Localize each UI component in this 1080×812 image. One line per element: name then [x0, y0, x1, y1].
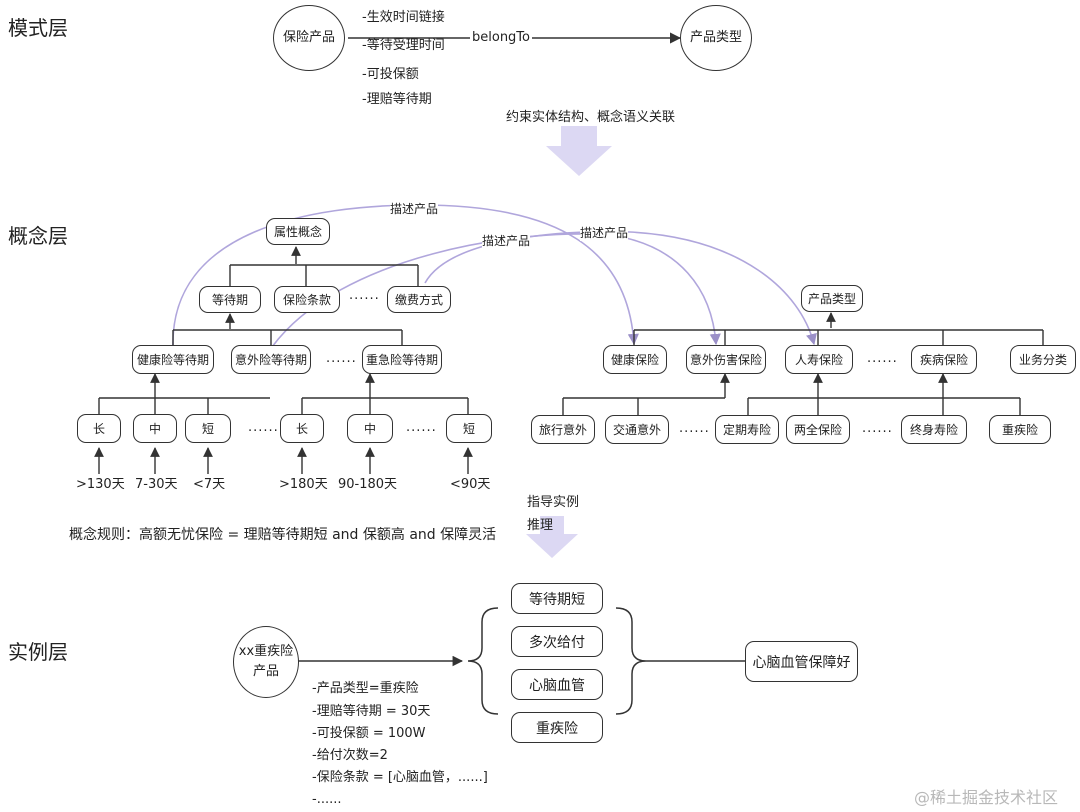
feature-critical-illness: 重疾险 — [511, 712, 603, 743]
node-critical-waiting-period: 重急险等待期 — [362, 345, 442, 374]
node-term-life: 定期寿险 — [715, 415, 779, 444]
instance-product-node: xx重疾险 产品 — [233, 626, 299, 698]
belongto-label: belongTo — [470, 30, 532, 46]
node-endowment: 两全保险 — [786, 415, 850, 444]
node-leaf-long: 长 — [280, 414, 324, 443]
node-travel-accident: 旅行意外 — [531, 415, 595, 444]
schema-attribute: -可投保额 — [362, 67, 419, 82]
transition-arrow-concept-instance — [526, 516, 578, 558]
layer-label-instance: 实例层 — [8, 640, 68, 664]
node-leaf-short: 短 — [185, 414, 231, 443]
instance-attribute: -可投保额 = 100W — [312, 726, 426, 741]
node-traffic-accident: 交通意外 — [605, 415, 669, 444]
node-product-type: 产品类型 — [801, 285, 863, 312]
instance-attribute: -给付次数=2 — [312, 748, 388, 763]
node-whole-life: 终身寿险 — [901, 415, 967, 444]
node-insurance-clause: 保险条款 — [274, 286, 340, 313]
product-tree-lines — [562, 312, 1044, 415]
ellipsis: ...... — [406, 420, 437, 435]
node-accident-insurance: 意外伤害保险 — [686, 345, 766, 374]
node-health-insurance: 健康保险 — [603, 345, 667, 374]
node-life-insurance: 人寿保险 — [785, 345, 853, 374]
node-health-waiting-period: 健康险等待期 — [132, 345, 214, 374]
describe-product-label: 描述产品 — [580, 225, 629, 241]
leaf-value: <90天 — [450, 477, 491, 492]
schema-attribute: -理赔等待期 — [362, 92, 432, 107]
instance-attribute: -理赔等待期 = 30天 — [312, 704, 431, 719]
schema-attribute: -等待受理时间 — [362, 38, 445, 53]
ellipsis: ...... — [326, 351, 357, 366]
node-leaf-medium: 中 — [347, 414, 393, 443]
ellipsis: ...... — [248, 420, 279, 435]
instance-attribute: -保险条款 = [心脑血管，......] — [312, 770, 488, 785]
node-business-category: 业务分类 — [1010, 345, 1076, 374]
feature-cardio: 心脑血管 — [511, 669, 603, 700]
transition-label-reason: 推理 — [527, 518, 554, 533]
ellipsis: ...... — [862, 421, 893, 436]
schema-node-insurance-product: 保险产品 — [273, 5, 345, 71]
right-brace — [615, 607, 647, 715]
node-critical-illness: 重疾险 — [989, 415, 1051, 444]
leaf-value: <7天 — [193, 477, 226, 492]
instance-attribute: -产品类型=重疾险 — [312, 681, 419, 696]
left-brace — [467, 607, 499, 715]
feature-multiple-payout: 多次给付 — [511, 626, 603, 657]
schema-attribute: -生效时间链接 — [362, 10, 445, 25]
leaf-value: >130天 — [76, 477, 125, 492]
transition-label-guide: 指导实例 — [527, 495, 580, 510]
ellipsis: ...... — [349, 288, 380, 303]
attribute-tree-lines — [94, 246, 473, 474]
leaf-value: >180天 — [279, 477, 328, 492]
instance-attribute: -...... — [312, 792, 342, 807]
describe-product-label: 描述产品 — [482, 233, 531, 249]
leaf-value: 7-30天 — [135, 477, 178, 492]
ellipsis: ...... — [679, 421, 710, 436]
watermark: @稀土掘金技术社区 — [914, 788, 1059, 807]
schema-node-product-type: 产品类型 — [680, 5, 752, 71]
node-leaf-medium: 中 — [133, 414, 177, 443]
transition-label-schema-concept: 约束实体结构、概念语义关联 — [506, 110, 676, 125]
describe-curve-3 — [424, 230, 817, 346]
node-attribute-concept: 属性概念 — [266, 218, 330, 245]
describe-curve-1 — [172, 204, 639, 348]
ellipsis: ...... — [867, 351, 898, 366]
layer-label-schema: 模式层 — [8, 16, 68, 40]
feature-short-waiting: 等待期短 — [511, 583, 603, 614]
node-payment-method: 缴费方式 — [387, 286, 451, 313]
leaf-value: 90-180天 — [338, 477, 398, 492]
node-leaf-short: 短 — [446, 414, 492, 443]
node-illness-insurance: 疾病保险 — [911, 345, 977, 374]
result-cardio-coverage: 心脑血管保障好 — [745, 641, 858, 682]
layer-label-concept: 概念层 — [8, 224, 68, 248]
node-leaf-long: 长 — [77, 414, 121, 443]
describe-product-label: 描述产品 — [390, 201, 439, 217]
node-accident-waiting-period: 意外险等待期 — [231, 345, 311, 374]
transition-arrow-schema-concept — [546, 126, 612, 176]
node-waiting-period: 等待期 — [199, 286, 261, 313]
concept-rule: 概念规则：高额无忧保险 = 理赔等待期短 and 保额高 and 保障灵活 — [69, 527, 497, 543]
